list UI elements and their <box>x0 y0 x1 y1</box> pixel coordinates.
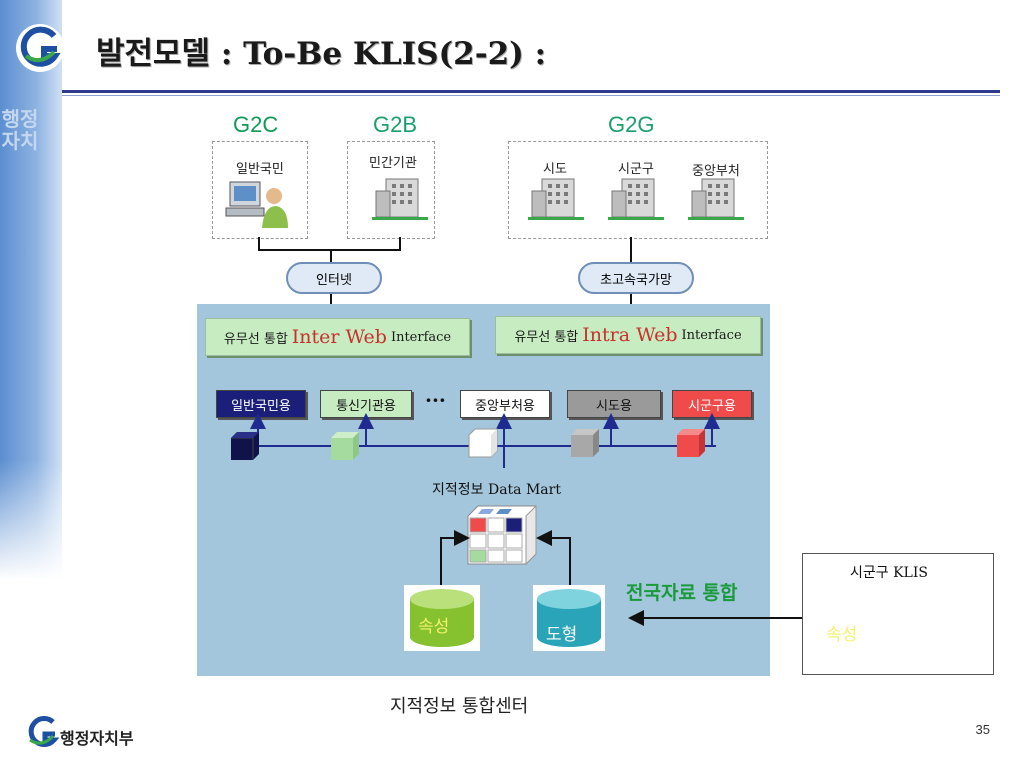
title-divider-thin <box>62 95 1000 96</box>
data-mart-cube-icon <box>467 504 537 566</box>
internet-cloud: 인터넷 <box>286 262 382 294</box>
shape-label: 도형 <box>546 625 578 645</box>
sido-label: 시도 <box>543 162 567 177</box>
private-org-label: 민간기관 <box>369 156 417 171</box>
title-divider <box>62 90 1000 93</box>
integration-center-panel <box>197 304 770 676</box>
center-caption: 지적정보 통합센터 <box>390 696 529 717</box>
klis-shape-label: 도형 <box>918 632 950 652</box>
watermark-text: 행정자치 <box>1 107 39 153</box>
g2c-header: G2C <box>233 112 279 137</box>
ministry-logo-icon <box>16 24 64 72</box>
left-decor-band: 행정자치 <box>0 0 62 580</box>
highspeed-network-cloud: 초고속국가망 <box>578 262 694 294</box>
page-number: 35 <box>975 722 990 737</box>
ellipsis: ··· <box>425 388 446 412</box>
page-title: 발전모델 : To-Be KLIS(2-2) : <box>96 36 547 72</box>
g2g-header: G2G <box>608 112 655 137</box>
cube-icons <box>231 428 705 460</box>
klis-attribute-label: 속성 <box>826 625 858 645</box>
inter-web-interface: 유무선 통합 Inter Web Interface <box>205 318 470 356</box>
data-mart-label: 지적정보 Data Mart <box>432 482 561 498</box>
intra-web-interface: 유무선 통합 Intra Web Interface <box>495 316 761 354</box>
national-merge-label: 전국자료 통합 <box>626 582 738 604</box>
footer-logo-icon <box>28 716 60 748</box>
attribute-label: 속성 <box>418 617 450 637</box>
sigungu-klis-box <box>802 553 994 675</box>
footer-logo-text: 행정자치부 <box>60 729 134 748</box>
building-icon <box>372 178 428 220</box>
g2b-header: G2B <box>373 112 418 137</box>
app-ministry: 중앙부처용 <box>460 390 550 418</box>
attribute-cylinder-icon <box>404 585 480 651</box>
sido-building-icon <box>528 178 584 220</box>
klis-title: 시군구 KLIS <box>850 565 928 581</box>
shape-cylinder-icon <box>533 585 605 651</box>
citizen-label: 일반국민 <box>236 162 284 177</box>
citizen-computer-icon <box>225 181 288 228</box>
sigungu-label: 시군구 <box>618 162 654 177</box>
ministry-label: 중앙부처 <box>692 164 740 179</box>
sigungu-building-icon <box>608 178 664 220</box>
ministry-building-icon <box>688 178 744 220</box>
